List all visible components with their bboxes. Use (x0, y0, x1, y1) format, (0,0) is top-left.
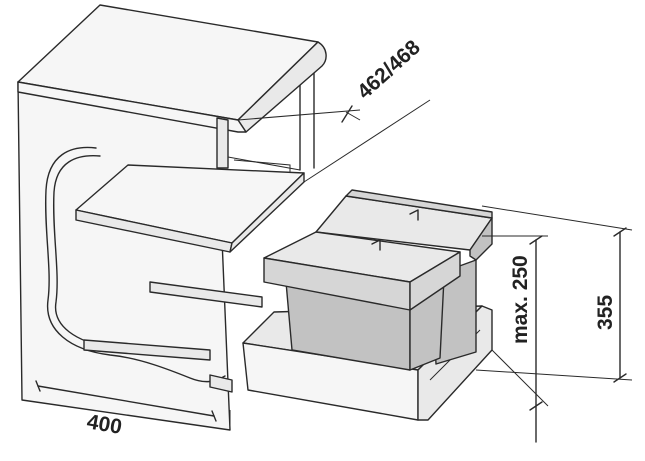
bin-height-label: max. 250 (509, 255, 532, 344)
height-dimension: 355 (475, 205, 633, 383)
waste-bin-front (263, 209, 461, 371)
depth-label: 462/468 (353, 36, 425, 104)
bottom-rails (83, 281, 263, 393)
countertop (17, 4, 327, 169)
bin-height-dimension: max. 250 (482, 235, 549, 443)
width-label: 400 (85, 410, 124, 439)
height-label: 355 (594, 295, 617, 330)
water-hose (44, 146, 226, 383)
